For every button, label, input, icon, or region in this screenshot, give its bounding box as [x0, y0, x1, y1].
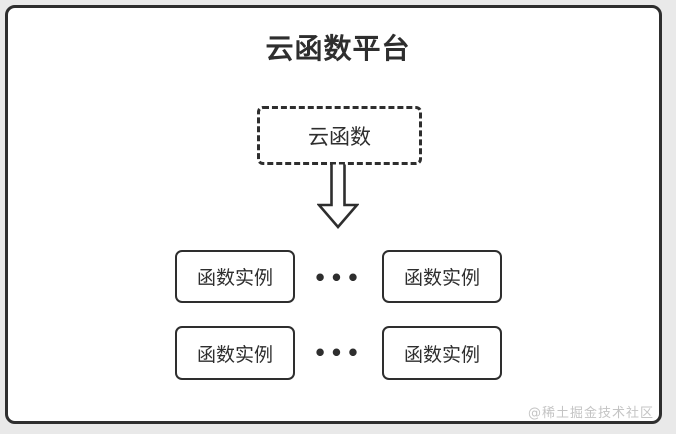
- function-instance-node: 函数实例: [175, 326, 295, 380]
- diagram-title: 云函数平台: [265, 32, 411, 65]
- function-instance-label: 函数实例: [403, 267, 480, 289]
- ellipsis-dots: •••: [313, 266, 363, 290]
- cloud-function-label: 云函数: [308, 124, 371, 149]
- function-instance-label: 函数实例: [196, 267, 273, 289]
- ellipsis-dots: •••: [313, 341, 363, 365]
- watermark: @稀土掘金技术社区: [527, 406, 654, 421]
- function-instance-node: 函数实例: [382, 250, 502, 303]
- down-arrow-icon: [317, 164, 359, 229]
- cloud-function-node: 云函数: [257, 106, 422, 165]
- function-instance-label: 函数实例: [403, 343, 480, 366]
- function-instance-node: 函数实例: [175, 250, 295, 303]
- function-instance-label: 函数实例: [196, 343, 273, 366]
- function-instance-node: 函数实例: [382, 326, 502, 380]
